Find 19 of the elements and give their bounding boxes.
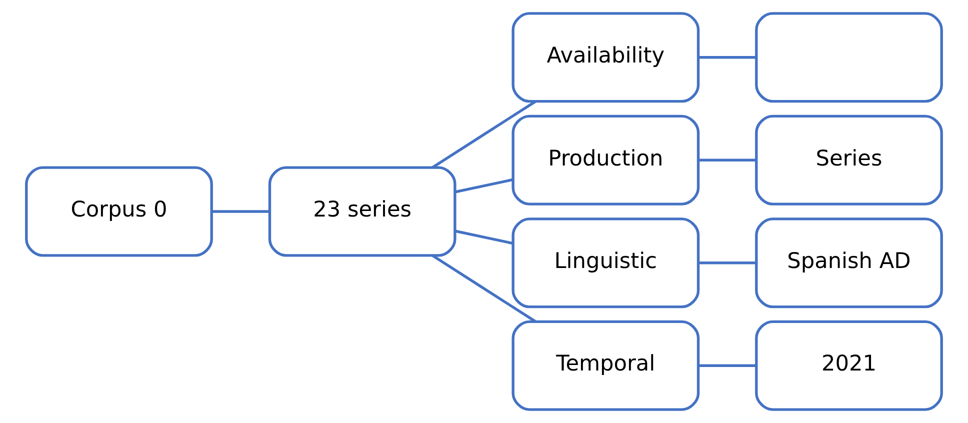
- connector: [432, 100, 536, 168]
- node-box: Spanish AD: [755, 218, 943, 308]
- node-box: Series: [755, 114, 943, 206]
- node-box: [755, 12, 943, 103]
- connector: [212, 210, 270, 213]
- connector: [454, 230, 514, 245]
- connector: [698, 56, 756, 59]
- connector: [432, 254, 536, 323]
- node-box: Production: [512, 114, 700, 206]
- connector: [698, 158, 756, 162]
- connector: [698, 262, 756, 264]
- connector: [454, 178, 514, 194]
- node-box: 2021: [755, 320, 943, 411]
- node-box: 23 series: [268, 166, 456, 257]
- node-box: Temporal: [512, 320, 700, 411]
- node-box: Linguistic: [512, 218, 700, 308]
- node-box: Corpus 0: [25, 166, 213, 257]
- connector: [698, 364, 756, 367]
- node-box: Availability: [512, 12, 700, 103]
